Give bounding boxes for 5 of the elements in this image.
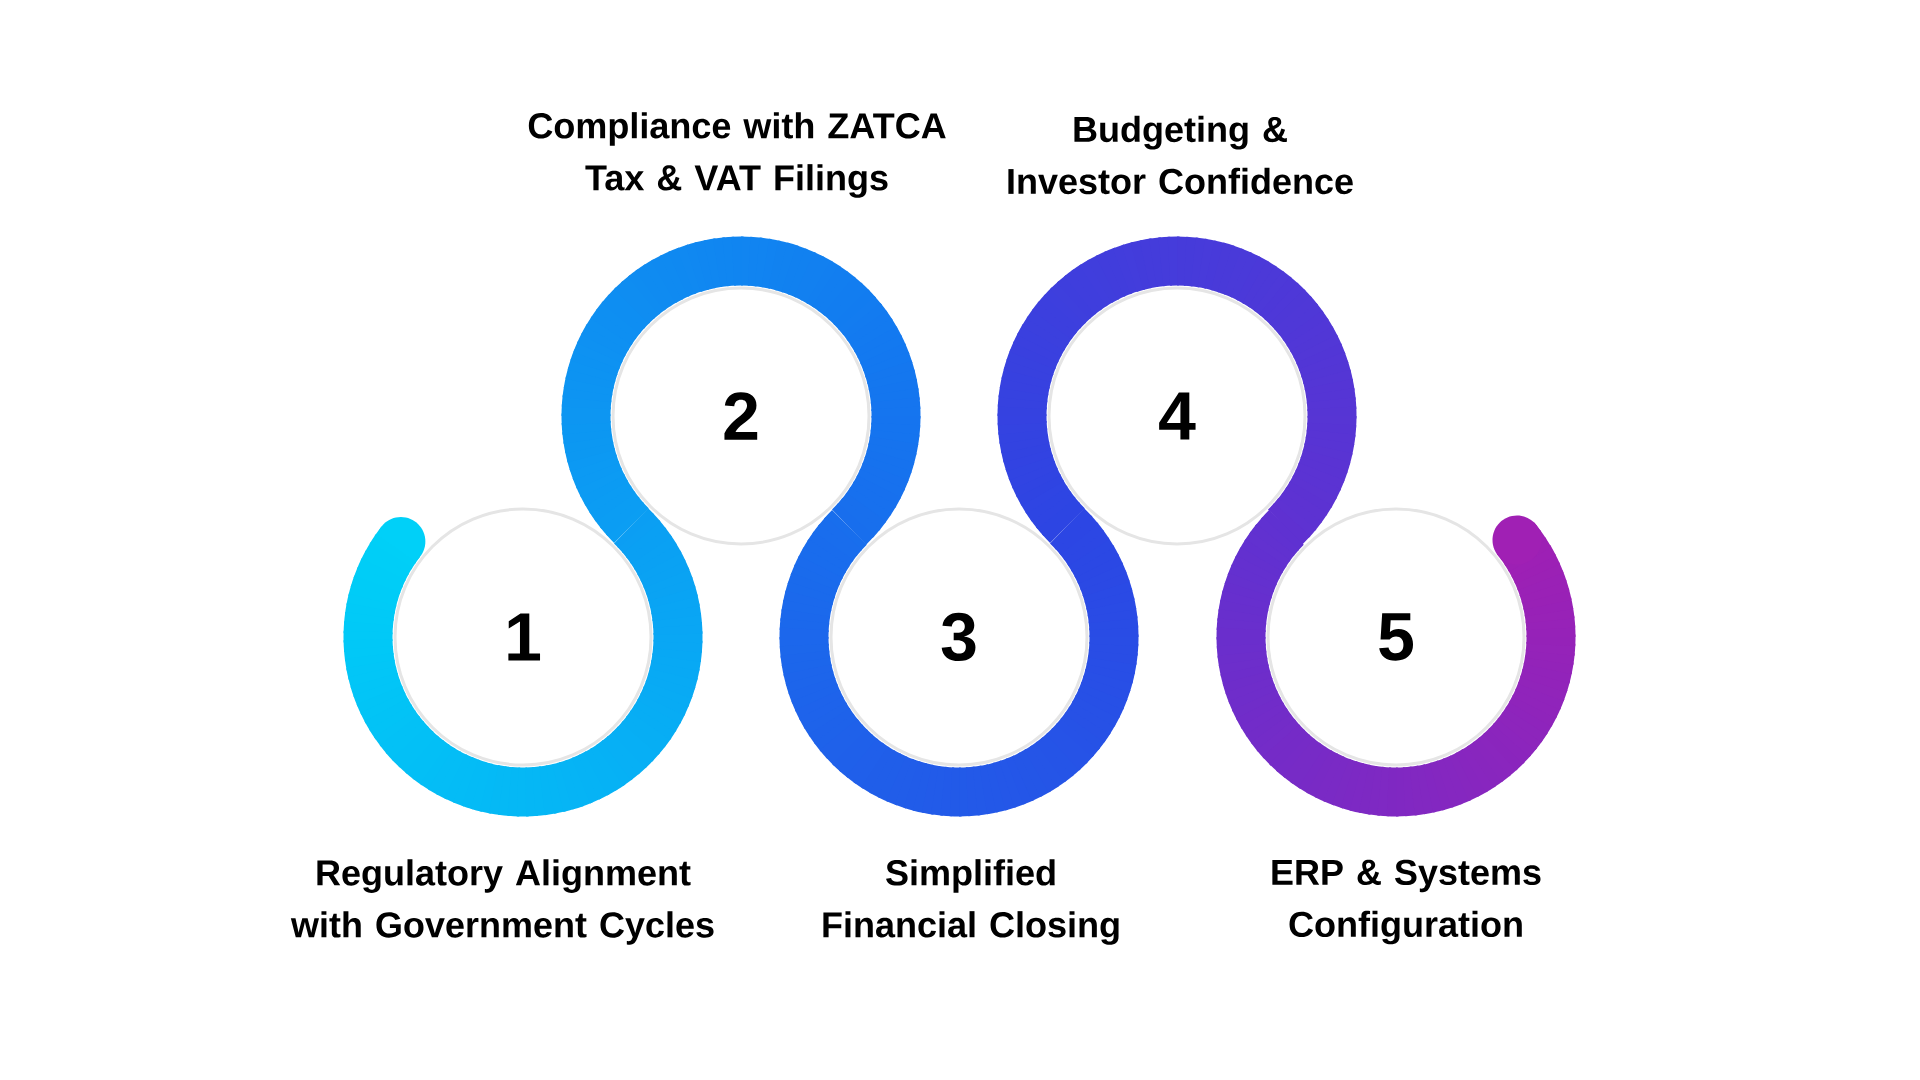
step-label: Simplified Financial Closing bbox=[823, 859, 1119, 945]
step-label: Regulatory Alignment with Government Cycles bbox=[290, 859, 714, 945]
step-label: Compliance with ZATCA Tax & VAT Filings bbox=[528, 112, 946, 198]
step-label: Budgeting & Investor Confidence bbox=[1008, 115, 1353, 195]
step-label: ERP & Systems Configuration bbox=[1272, 859, 1541, 945]
